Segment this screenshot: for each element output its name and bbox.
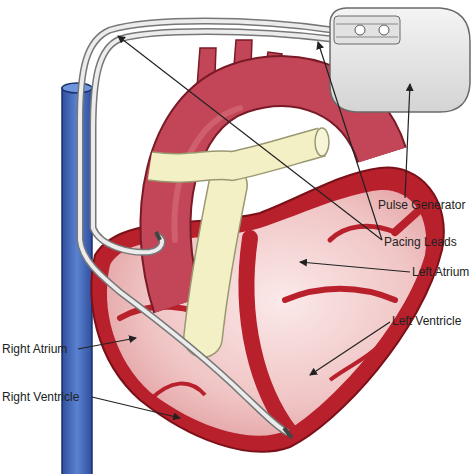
lead-port [355,25,365,35]
pulmonary-branches-outline [150,142,322,168]
papillary-muscle [330,345,380,380]
part-label: Right Ventricle [2,390,79,404]
part-label: Left Atrium [412,265,469,279]
lead-tip [156,232,160,240]
pulmonary-opening [315,128,329,156]
part-label: Right Atrium [2,342,67,356]
pulmonary-trunk [203,185,228,338]
leader-line [92,397,180,418]
atrial-lead [93,32,332,253]
ventricular-lead-core [80,21,332,433]
leader-line [78,338,136,349]
ventricular-lead [80,21,332,433]
leader-lines [78,36,410,418]
generator-case [330,8,470,112]
leader-line [310,322,390,375]
lead-port [379,25,389,35]
generator-header [334,16,400,44]
leader-line [318,42,382,240]
mitral-valve [285,289,395,300]
pulmonary-branches [150,142,322,168]
atrial-lead-core [93,32,332,253]
papillary-muscle [150,384,205,400]
leader-line [118,36,382,240]
leader-line [300,262,410,272]
pulmonary-trunk-outline [203,185,228,338]
pulse-generator [330,8,470,112]
header-line [336,37,398,38]
vena-cava-opening [62,83,92,93]
part-label: Pacing Leads [384,235,457,249]
leader-line [405,84,410,198]
part-label: Pulse Generator [378,198,465,212]
lead-tip [284,428,292,438]
part-label: Left Ventricle [392,314,461,328]
pacing-leads [80,21,332,438]
header-line [336,24,398,25]
